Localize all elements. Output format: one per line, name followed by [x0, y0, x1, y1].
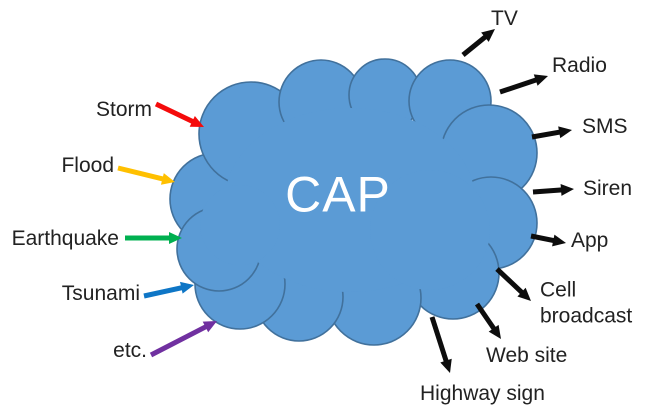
- cap-cloud-fill: [200, 108, 490, 292]
- earthquake-arrowhead: [169, 232, 182, 244]
- sms-arrowhead: [558, 126, 572, 139]
- cell-broadcast-arrowhead: [517, 287, 531, 301]
- output-label-app: App: [571, 229, 609, 253]
- storm-arrowhead: [189, 115, 204, 127]
- web-site-arrowhead: [488, 324, 501, 339]
- siren-arrowhead: [560, 183, 574, 196]
- tv-arrowhead: [481, 29, 495, 42]
- input-label-tsunami: Tsunami: [61, 282, 140, 306]
- radio-arrow: [499, 76, 540, 95]
- input-label-etc: etc.: [113, 339, 147, 363]
- tsunami-arrow: [143, 284, 185, 299]
- output-label-siren: Siren: [583, 177, 633, 201]
- arrows-layer: [117, 29, 574, 373]
- output-label-sms: SMS: [582, 115, 628, 139]
- output-label-radio: Radio: [552, 54, 607, 78]
- etc-arrow: [149, 323, 210, 358]
- tsunami-arrowhead: [180, 281, 194, 294]
- radio-arrowhead: [533, 74, 548, 86]
- flood-arrowhead: [160, 173, 175, 185]
- output-label-highway-sign: Highway sign: [420, 382, 545, 406]
- cloud-label: CAP: [285, 166, 391, 223]
- input-label-earthquake: Earthquake: [11, 227, 119, 251]
- siren-arrow: [532, 187, 565, 195]
- etc-arrowhead: [202, 321, 217, 333]
- app-arrow: [530, 233, 557, 244]
- cell-broadcast-arrow: [495, 267, 526, 296]
- output-label-tv: TV: [491, 7, 518, 31]
- input-label-flood: Flood: [61, 154, 114, 178]
- tv-arrow: [461, 33, 489, 57]
- flood-arrow: [117, 165, 166, 183]
- web-site-arrow: [474, 302, 498, 333]
- output-label-cell-broadcast: Cell broadcast: [540, 278, 633, 327]
- highway-sign-arrow: [429, 316, 450, 365]
- storm-arrow: [154, 101, 197, 125]
- input-label-storm: Storm: [95, 98, 152, 122]
- sms-arrow: [531, 129, 563, 140]
- highway-sign-arrowhead: [440, 358, 452, 373]
- app-arrowhead: [552, 234, 566, 247]
- output-label-web-site: Web site: [486, 344, 568, 368]
